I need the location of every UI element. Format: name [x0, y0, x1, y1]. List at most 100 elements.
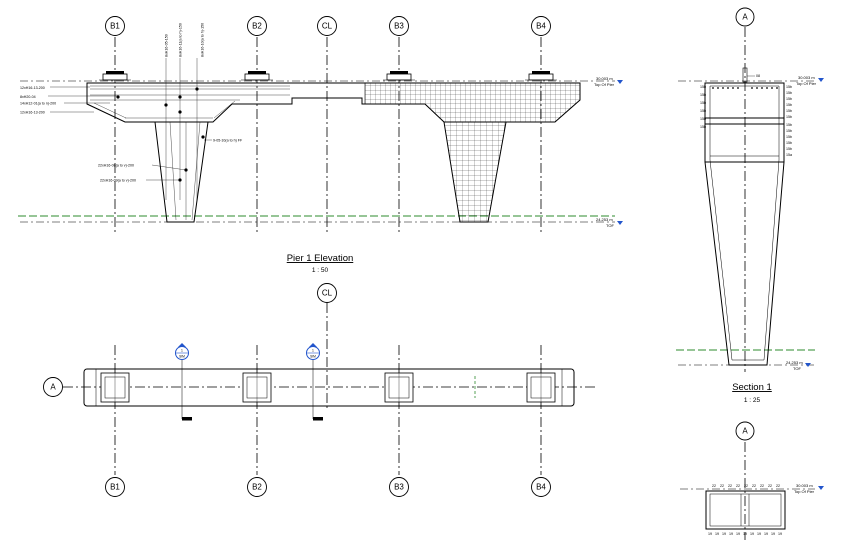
level-head-tof[interactable]: 24.253 m TOF — [596, 217, 623, 228]
svg-text:SIM: SIM — [179, 355, 185, 359]
rebar-annotations: 12xH16-13-200 8xH20-04 14xH12-01(a to n)… — [20, 23, 243, 183]
section-bar-marks-left: 15b 15b 15b 15b 15b 15b — [700, 85, 706, 129]
detail-grid-bubble-a[interactable]: A — [735, 421, 755, 441]
detail-level-head-top[interactable]: 30.003 m Top Of Pier — [794, 483, 824, 494]
svg-text:B2: B2 — [252, 483, 262, 492]
plan-grid-bubble-b1[interactable]: B1 — [105, 477, 125, 497]
svg-text:15b: 15b — [700, 101, 706, 105]
svg-text:22: 22 — [720, 484, 724, 488]
svg-text:Top Of Pier: Top Of Pier — [794, 489, 815, 494]
svg-text:24.253 m: 24.253 m — [596, 217, 613, 222]
svg-text:B2: B2 — [252, 22, 262, 31]
cap-rebar-left — [90, 84, 290, 221]
svg-text:30.003 m: 30.003 m — [798, 75, 815, 80]
svg-text:CL: CL — [322, 22, 333, 31]
svg-text:30.003 m: 30.003 m — [796, 483, 813, 488]
svg-text:22: 22 — [776, 484, 780, 488]
plan-pier-cap-outline[interactable] — [83, 368, 575, 407]
rebar-label[interactable]: 9-05-10(a to h) FF — [213, 139, 243, 143]
svg-text:15b: 15b — [786, 91, 792, 95]
rebar-label[interactable]: 12xH16-13-200 — [20, 111, 45, 115]
svg-text:A: A — [50, 383, 56, 392]
rebar-label[interactable]: 8xH16-05-150 — [165, 34, 169, 57]
svg-text:24.253 m: 24.253 m — [786, 360, 803, 365]
svg-text:15b: 15b — [786, 97, 792, 101]
grid-bubble-b2[interactable]: B2 — [247, 16, 267, 36]
bearing-b2 — [241, 71, 273, 81]
svg-text:19: 19 — [743, 532, 747, 536]
bar-mark: 08 — [756, 74, 760, 78]
svg-text:15b: 15b — [700, 125, 706, 129]
plan-bearing-b1 — [100, 372, 130, 403]
section-grid-bubble-a[interactable]: A — [735, 7, 755, 27]
svg-text:15b: 15b — [786, 109, 792, 113]
grid-bubble-cl[interactable]: CL — [317, 16, 337, 36]
svg-text:B1: B1 — [110, 483, 120, 492]
svg-text:Top Of Pier: Top Of Pier — [594, 82, 615, 87]
svg-text:19: 19 — [764, 532, 768, 536]
svg-text:B4: B4 — [536, 22, 546, 31]
svg-text:A: A — [742, 13, 748, 22]
svg-text:A: A — [742, 427, 748, 436]
svg-text:19: 19 — [771, 532, 775, 536]
section-marker-2[interactable]: 1 SIM — [306, 343, 324, 421]
grid-bubble-b3[interactable]: B3 — [389, 16, 409, 36]
section-level-head-top[interactable]: 30.003 m Top Of Pier — [796, 75, 824, 86]
svg-text:15b: 15b — [700, 109, 706, 113]
detail-bar-marks-top: 22 22 22 22 22 22 22 22 22 — [712, 484, 780, 488]
view-title-pier-elevation[interactable]: Pier 1 Elevation — [287, 253, 354, 264]
svg-text:19: 19 — [708, 532, 712, 536]
pier-elevation-view: B1 B2 CL B3 B4 — [18, 16, 623, 274]
svg-text:TOF: TOF — [606, 223, 614, 228]
svg-text:19: 19 — [757, 532, 761, 536]
svg-text:B3: B3 — [394, 483, 404, 492]
bearing-b3 — [383, 71, 415, 81]
svg-text:1: 1 — [312, 349, 314, 353]
svg-text:22: 22 — [760, 484, 764, 488]
svg-text:SIM: SIM — [310, 355, 316, 359]
svg-text:1: 1 — [181, 349, 183, 353]
detail-bar-marks-bottom: 19 19 19 19 19 19 19 19 19 19 19 — [708, 532, 782, 536]
svg-text:CL: CL — [322, 289, 333, 298]
svg-text:22: 22 — [752, 484, 756, 488]
svg-text:15b: 15b — [786, 123, 792, 127]
pier-column-left[interactable] — [154, 121, 209, 223]
svg-text:15b: 15b — [700, 93, 706, 97]
svg-text:15b: 15b — [786, 141, 792, 145]
plan-grid-bubble-b4[interactable]: B4 — [531, 477, 551, 497]
svg-text:15b: 15b — [786, 115, 792, 119]
level-head-top-of-pier[interactable]: 30.003 m Top Of Pier — [594, 76, 623, 87]
section-1-view: A 08 15b 15b 15b 15b 15b — [676, 7, 824, 404]
detail-cap-outline[interactable] — [705, 490, 786, 530]
rebar-label[interactable]: 14xH12-01(a to n)-200 — [20, 102, 56, 106]
bearing-b4 — [525, 71, 557, 81]
svg-text:19: 19 — [722, 532, 726, 536]
rebar-label[interactable]: 12xH16-13-200 — [20, 86, 45, 90]
rebar-label[interactable]: 8xH16-11(a to h)-150 — [179, 23, 183, 57]
svg-text:19: 19 — [750, 532, 754, 536]
rebar-label[interactable]: 22xH16-09(a to v)-200 — [100, 179, 136, 183]
svg-text:15b: 15b — [700, 117, 706, 121]
plan-grid-bubble-b2[interactable]: B2 — [247, 477, 267, 497]
rebar-label[interactable]: 8xH20-04 — [20, 95, 36, 99]
plan-grid-bubble-b3[interactable]: B3 — [389, 477, 409, 497]
bearing-b1 — [99, 71, 131, 81]
section-level-head-tof[interactable]: 24.253 m TOF — [786, 360, 811, 371]
view-scale-pier-elevation: 1 : 50 — [312, 267, 329, 274]
plan-grid-bubble-a[interactable]: A — [43, 377, 63, 397]
cap-section-detail: A 22 22 22 22 22 22 22 22 22 19 19 19 19… — [680, 421, 824, 540]
grid-bubble-b4[interactable]: B4 — [531, 16, 551, 36]
plan-grid-bubble-cl[interactable]: CL — [317, 283, 337, 303]
svg-text:19: 19 — [729, 532, 733, 536]
pier-plan-view: CL A B1 B2 B3 B4 — [43, 283, 598, 497]
svg-text:22: 22 — [744, 484, 748, 488]
svg-text:15b: 15b — [786, 135, 792, 139]
svg-text:15b: 15b — [786, 103, 792, 107]
rebar-label[interactable]: 22xH16-08(a to v)-200 — [98, 164, 134, 168]
grid-bubble-b1[interactable]: B1 — [105, 16, 125, 36]
rebar-label[interactable]: 8xH16-10(a to h)-150 — [201, 23, 205, 57]
view-title-section-1[interactable]: Section 1 — [732, 382, 772, 393]
svg-text:Top Of Pier: Top Of Pier — [796, 81, 817, 86]
section-bar-marks-right: 15b 15b 15b 15b 15b 15b 15b 15b 15b 15b … — [786, 85, 792, 157]
section-marker-1[interactable]: 1 SIM — [175, 343, 193, 421]
